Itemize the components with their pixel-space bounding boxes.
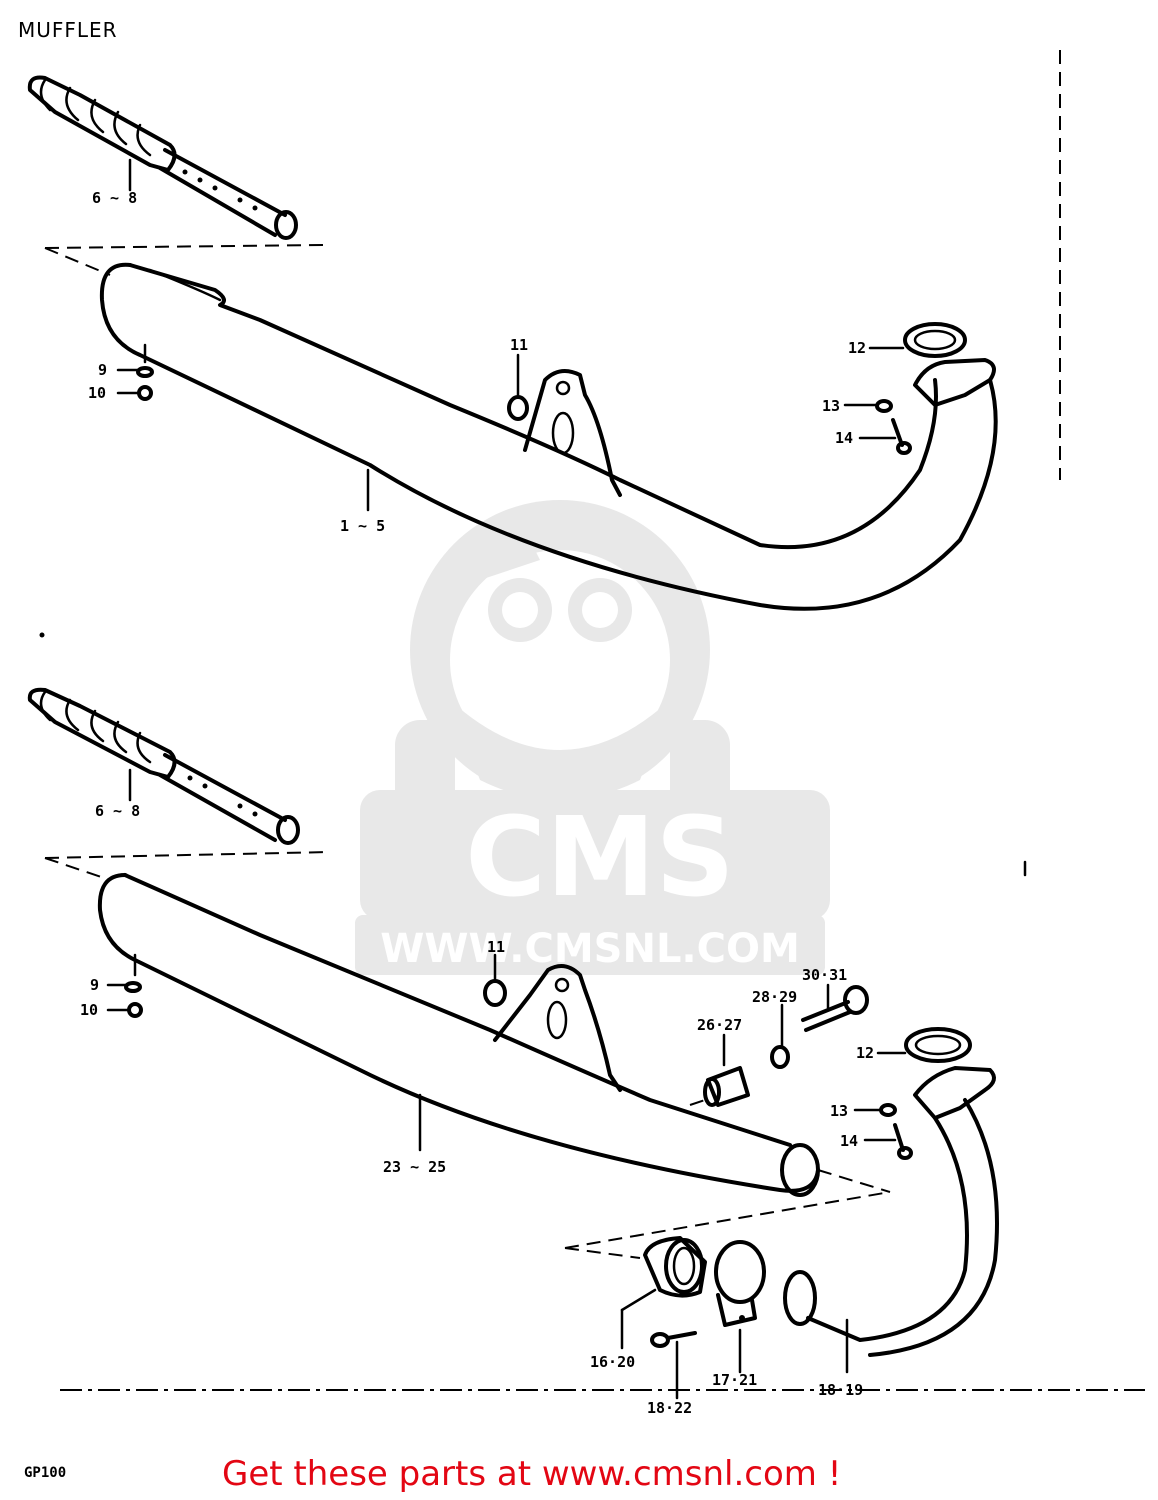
watermark-url: WWW.CMSNL.COM xyxy=(380,926,800,972)
callout-bracket-washer-upper: 11 xyxy=(510,336,528,354)
callout-washer-lower: 9 xyxy=(90,976,99,994)
callout-bracket-washer-lower: 11 xyxy=(487,938,505,956)
callout-screw-lower: 10 xyxy=(80,1001,98,1019)
nut-pipe-lower-icon xyxy=(879,1103,897,1117)
callout-nut-bracket: 28·29 xyxy=(752,988,797,1006)
callout-spacer: 26·27 xyxy=(697,1016,742,1034)
callout-gasket-upper: 12 xyxy=(848,339,866,357)
callout-bolt-upper: 14 xyxy=(835,429,853,447)
clamp-bolt-icon xyxy=(650,1331,697,1348)
callout-nut-upper: 13 xyxy=(822,397,840,415)
gasket-icon xyxy=(903,322,967,358)
bolt-pipe-lower-icon xyxy=(893,1123,913,1160)
watermark-brand: CMS xyxy=(465,793,734,921)
upper-muffler-assembly xyxy=(27,50,1061,611)
mascot-watermark-icon xyxy=(395,500,730,840)
callout-gasket-lower: 12 xyxy=(856,1044,874,1062)
callout-pipe-clamp: 17·21 xyxy=(712,1371,757,1389)
callout-screw-upper: 10 xyxy=(88,384,106,402)
joint-sleeve-icon xyxy=(643,1236,707,1298)
exhaust-flange-icon xyxy=(913,358,996,407)
nut-icon xyxy=(875,399,893,413)
callout-bolt-pipe-lower: 14 xyxy=(840,1132,858,1150)
mounting-bracket-icon xyxy=(523,369,622,497)
footer-link-text[interactable]: Get these parts at www.cmsnl.com ! xyxy=(222,1454,842,1494)
callout-baffle-lower: 6 ~ 8 xyxy=(95,802,140,820)
gasket-lower-icon xyxy=(904,1027,972,1063)
callout-muffler-lower: 23 ~ 25 xyxy=(383,1158,446,1176)
bolt-long-icon xyxy=(801,985,869,1032)
mounting-bracket-lower-icon xyxy=(493,964,622,1092)
baffle-insert-icon xyxy=(27,75,298,240)
washer-small-lower-icon xyxy=(124,981,142,993)
exhaust-pipe-icon xyxy=(783,1066,999,1357)
baffle-insert-lower-icon xyxy=(27,687,300,845)
screw-lower-icon xyxy=(127,1002,143,1018)
muffler-body-icon xyxy=(99,262,998,611)
watermark: CMS WWW.CMSNL.COM xyxy=(355,500,830,975)
callout-bolt-bracket: 30·31 xyxy=(802,966,847,984)
pipe-clamp-icon xyxy=(714,1240,766,1327)
callout-muffler-upper: 1 ~ 5 xyxy=(340,517,385,535)
nut-lower-icon xyxy=(770,1045,790,1069)
callout-washer-upper: 9 xyxy=(98,361,107,379)
lower-muffler-assembly xyxy=(27,687,1027,1400)
washer-lower-icon xyxy=(483,979,507,1007)
washer-small-icon xyxy=(136,366,154,378)
callout-baffle-upper: 6 ~ 8 xyxy=(92,189,137,207)
spacer-collar-icon xyxy=(703,1066,750,1107)
page-title: MUFFLER xyxy=(18,18,118,42)
callout-clamp-bolt: 18·22 xyxy=(647,1399,692,1417)
callout-joint-sleeve: 16·20 xyxy=(590,1353,635,1371)
screw-icon xyxy=(137,385,153,401)
bolt-icon xyxy=(891,418,912,455)
callout-nut-pipe-lower: 13 xyxy=(830,1102,848,1120)
model-label: GP100 xyxy=(24,1465,67,1481)
washer-icon xyxy=(507,395,529,421)
